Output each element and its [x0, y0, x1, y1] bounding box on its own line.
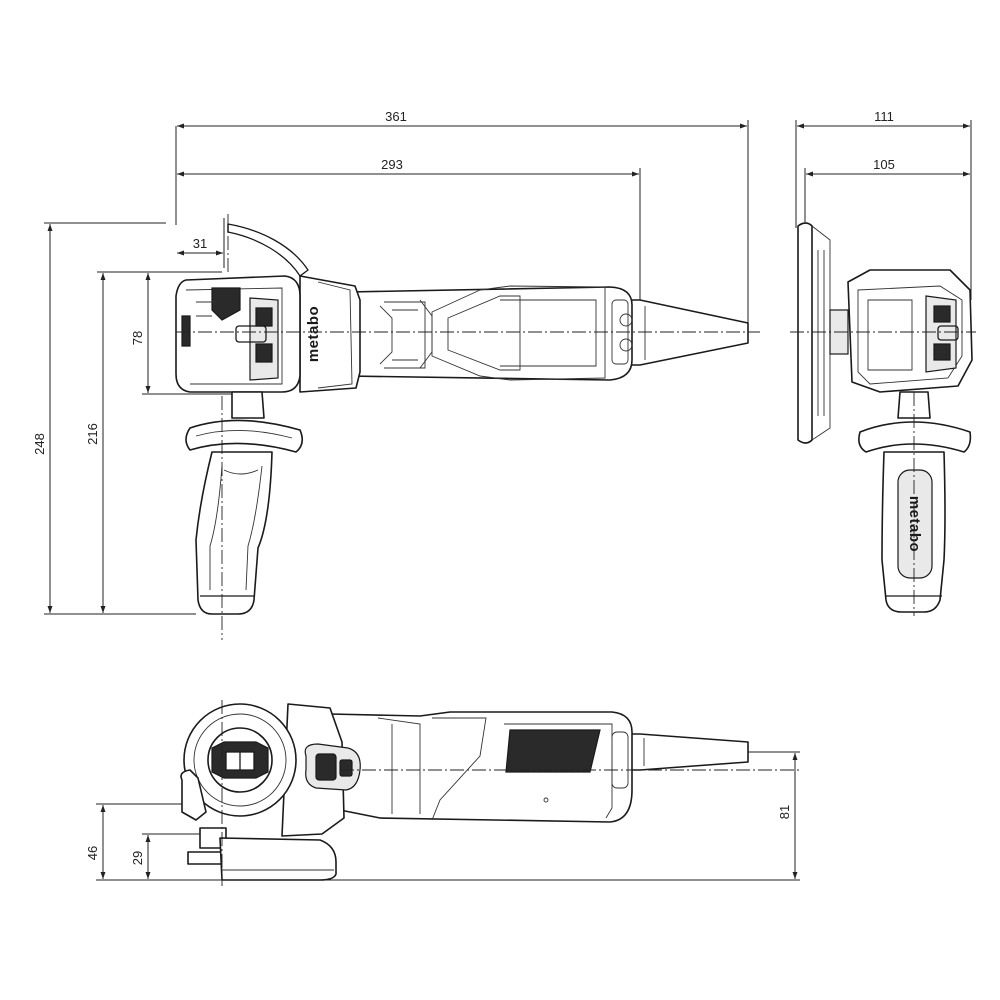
spindle-lock	[211, 287, 241, 321]
dimension-111: 111	[795, 109, 972, 300]
side-guard	[180, 769, 207, 821]
dim-label-361: 361	[385, 109, 407, 124]
cable-strain-relief	[625, 299, 749, 366]
dim-label-105: 105	[873, 157, 895, 172]
wheel-guard	[227, 223, 309, 277]
dimension-105: 105	[804, 157, 970, 222]
side-disc-guard	[219, 837, 337, 881]
dimension-46: 46	[85, 803, 226, 881]
guard-edge	[797, 222, 813, 444]
side-cable-relief	[627, 733, 749, 771]
dimension-78: 78	[130, 273, 232, 395]
logo-top-view: metabo	[305, 306, 322, 362]
dim-label-29: 29	[130, 851, 145, 865]
dim-label-81: 81	[777, 805, 792, 819]
dimension-216: 216	[85, 271, 222, 613]
logo-handle: metabo	[906, 496, 923, 552]
dimension-293: 293	[175, 157, 641, 300]
side-handle-collar	[185, 419, 304, 453]
motor-housing	[347, 286, 633, 381]
dim-label-111: 111	[874, 109, 894, 124]
dim-label-31: 31	[193, 236, 207, 251]
dim-label-248: 248	[32, 433, 47, 455]
dimension-29: 29	[130, 833, 222, 879]
dim-label-216: 216	[85, 423, 100, 445]
grinder-front-view: metabo	[790, 222, 976, 616]
dim-label-293: 293	[381, 157, 403, 172]
dimension-361: 361	[175, 109, 749, 336]
side-handle-stem	[231, 391, 265, 419]
gear-neck	[299, 275, 361, 393]
grinder-top-view: metabo	[175, 214, 760, 640]
side-vent	[505, 729, 601, 773]
grinder-side-view	[180, 700, 800, 886]
side-handle-grip	[195, 451, 273, 615]
dimension-248: 248	[32, 222, 196, 615]
dimension-31: 31	[177, 218, 225, 268]
dim-label-78: 78	[130, 331, 145, 345]
dim-label-46: 46	[85, 846, 100, 860]
